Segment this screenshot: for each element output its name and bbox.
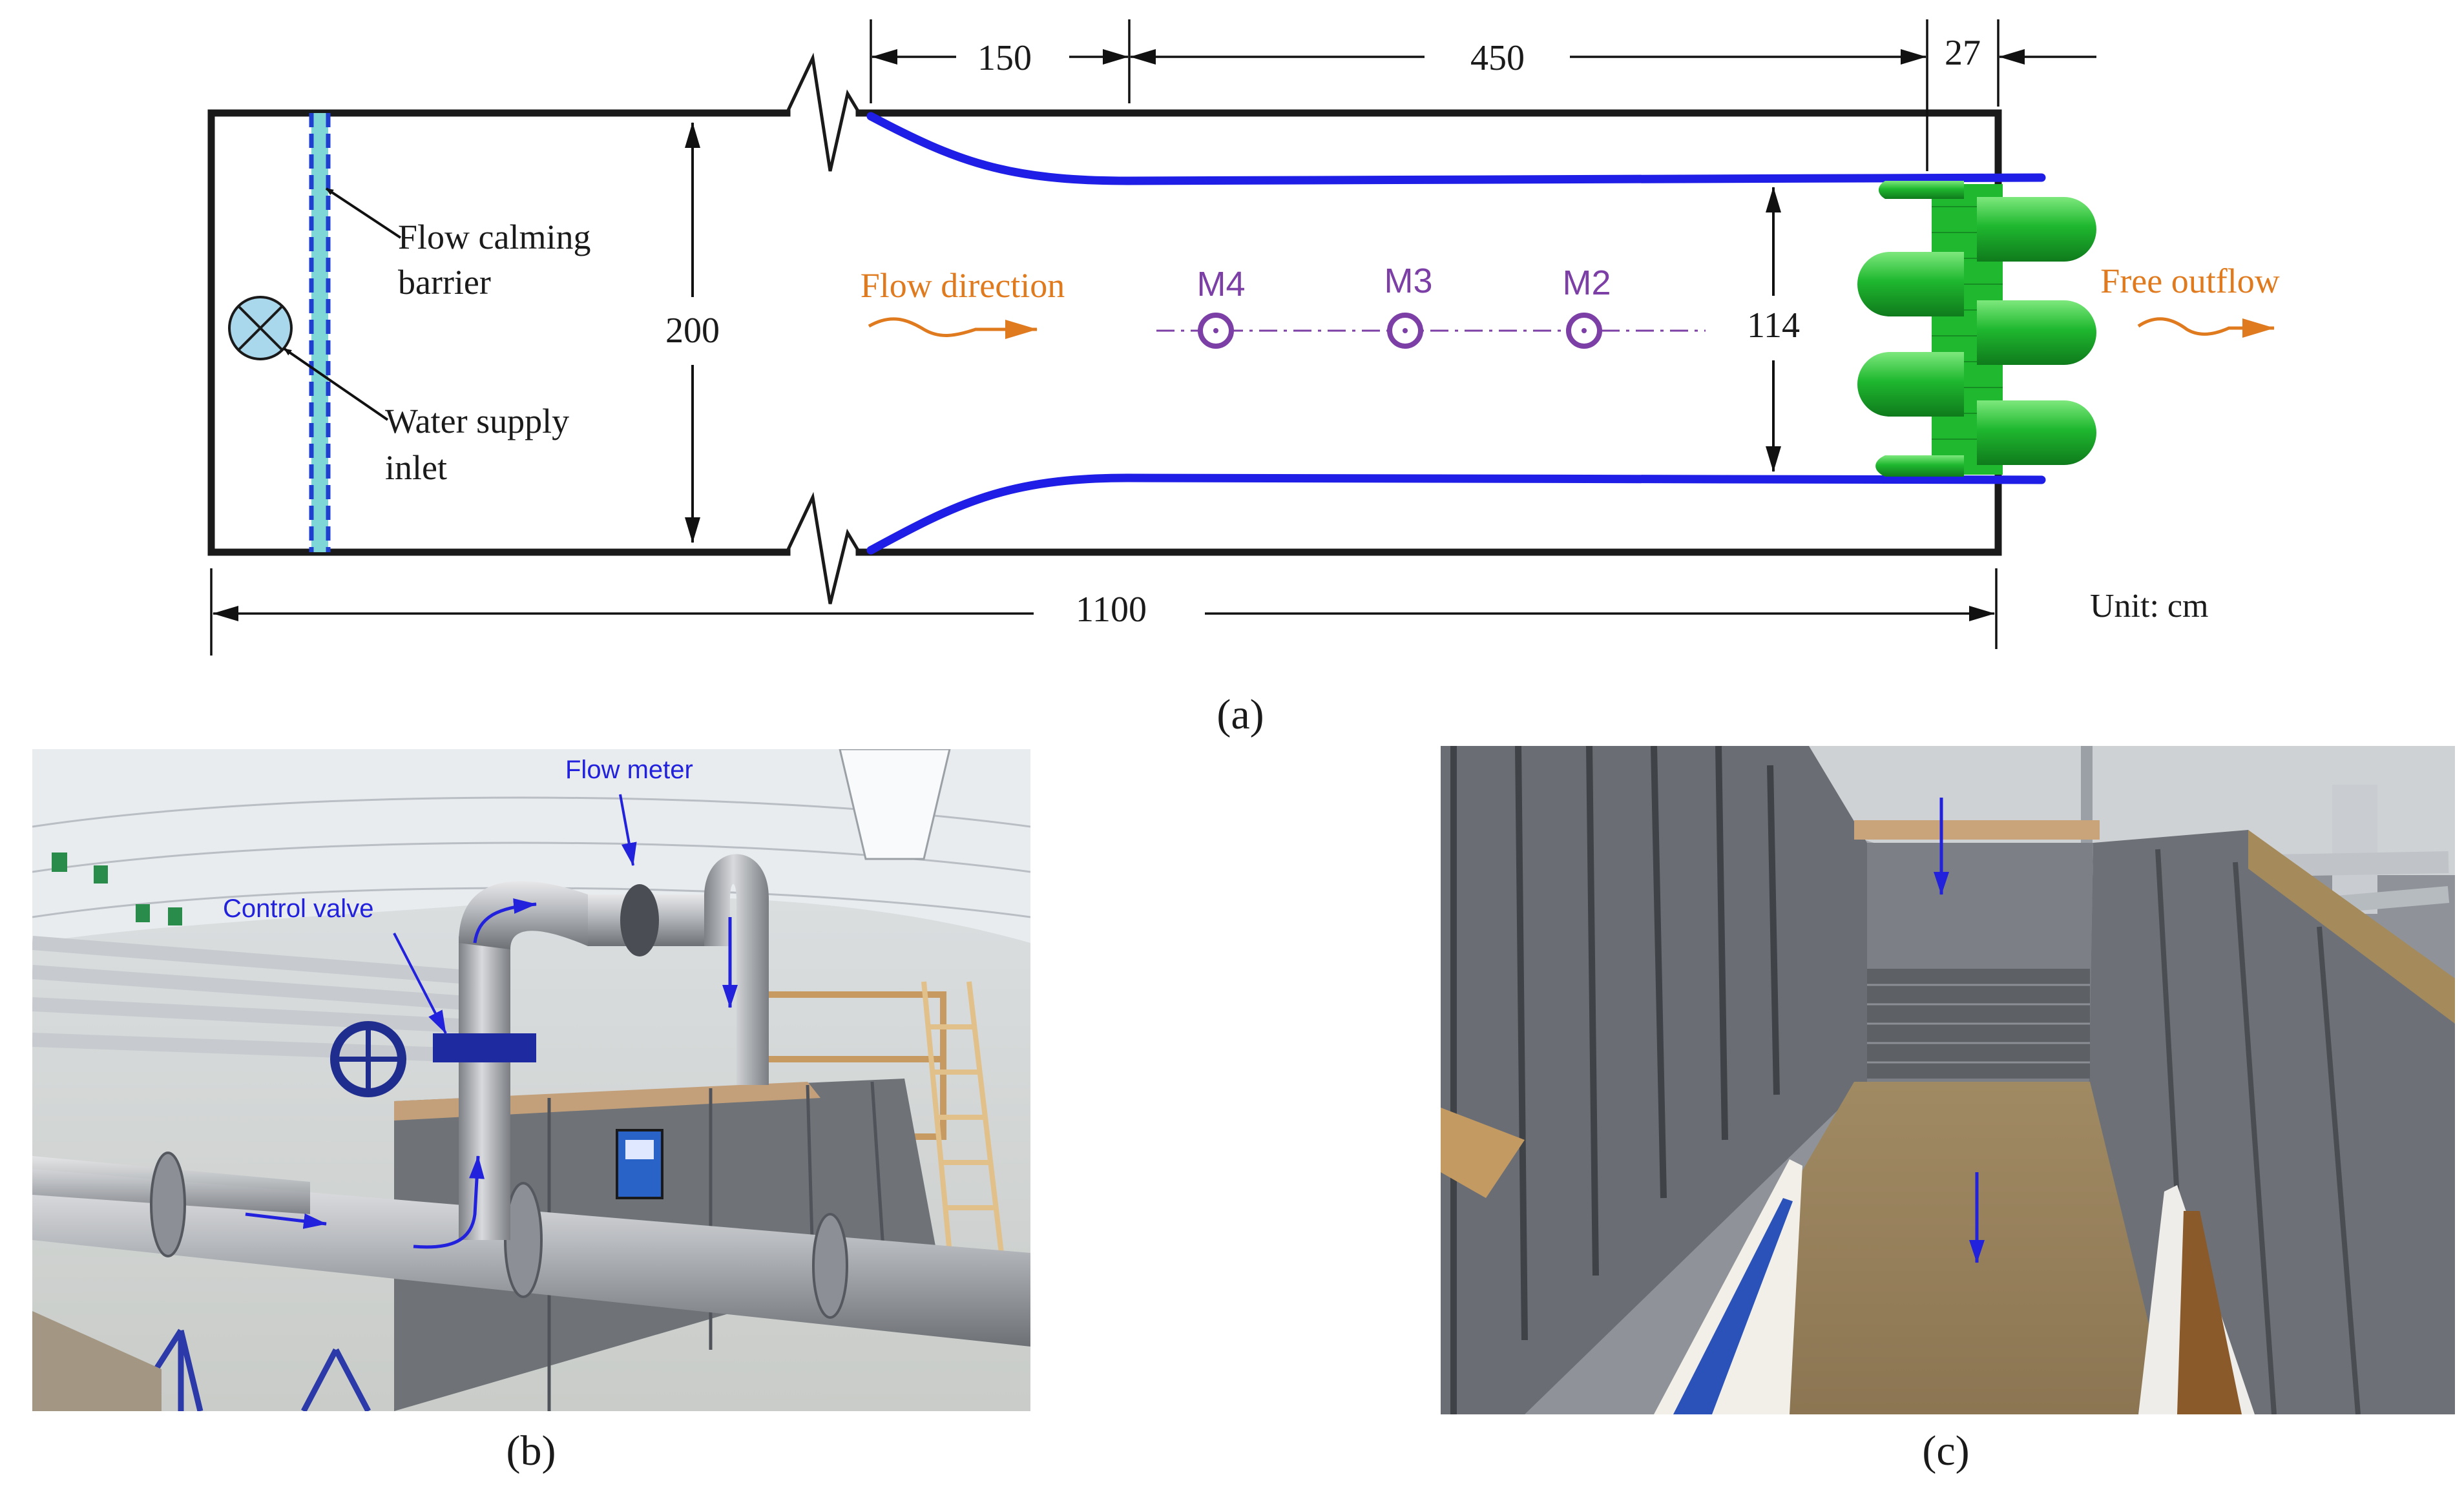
panel-a-caption: (a) <box>1216 691 1264 738</box>
weir-lobe-left-1 <box>1878 181 1964 199</box>
water-supply-leader <box>283 347 389 421</box>
top-dimension-chain <box>870 19 2096 171</box>
tank-width-label: 200 <box>665 311 720 351</box>
weir-lobe-left-3 <box>1857 352 1964 417</box>
weir-lobe-left-4 <box>1875 455 1964 477</box>
water-supply-inlet-icon <box>228 296 293 360</box>
dim-flume-label: 450 <box>1470 38 1525 78</box>
weir-lobe-right-1 <box>1977 197 2096 262</box>
flow-calming-barrier <box>309 113 331 552</box>
water-supply-label-2: inlet <box>385 448 447 487</box>
flow-meter-annotation: Flow meter <box>565 756 693 784</box>
panel-b-caption: (b) <box>506 1427 556 1474</box>
weir-lobe-right-3 <box>1977 400 2096 465</box>
unit-label: Unit: cm <box>2090 588 2208 625</box>
panel-a-schematic: Flow calming barrier Water supply inlet … <box>207 19 2280 738</box>
control-valve-annotation: Control valve <box>223 894 373 923</box>
dim-upstream-label: 150 <box>977 38 1032 78</box>
total-length-label: 1100 <box>1076 590 1147 630</box>
measurement-label-m3: M3 <box>1384 262 1432 300</box>
panel-b-photo: Flow meter Control valve (b) <box>32 749 1030 1474</box>
measurement-points: M4 M3 M2 <box>1196 262 1611 349</box>
weir-lobe-right-2 <box>1977 300 2096 365</box>
measurement-label-m4: M4 <box>1196 265 1245 304</box>
outlet-weir <box>1857 181 2096 477</box>
flow-direction-arrow <box>868 317 1038 339</box>
total-length-dimension <box>210 568 1998 656</box>
channel-width-label: 114 <box>1747 305 1800 346</box>
flow-calming-label-2: barrier <box>398 263 491 302</box>
free-outflow-label: Free outflow <box>2100 262 2279 300</box>
flow-calming-label-1: Flow calming <box>398 218 590 256</box>
flow-direction-label: Flow direction <box>861 266 1065 305</box>
free-outflow-arrow <box>2137 317 2275 338</box>
photo-pipework: Flow meter Control valve <box>32 749 1030 1411</box>
water-supply-label-1: Water supply <box>385 402 569 440</box>
break-symbol-top <box>785 52 861 172</box>
break-symbol-bottom <box>785 491 861 604</box>
measurement-label-m2: M2 <box>1562 264 1611 302</box>
weir-lobe-left-2 <box>1857 252 1964 316</box>
flow-calming-leader <box>325 187 402 239</box>
dim-outlet-label: 27 <box>1945 33 1981 73</box>
panel-c-photo: (c) <box>1441 746 2455 1474</box>
channel-walls <box>866 112 2046 555</box>
panel-c-caption: (c) <box>1922 1427 1969 1474</box>
photo-flume <box>1441 746 2455 1414</box>
